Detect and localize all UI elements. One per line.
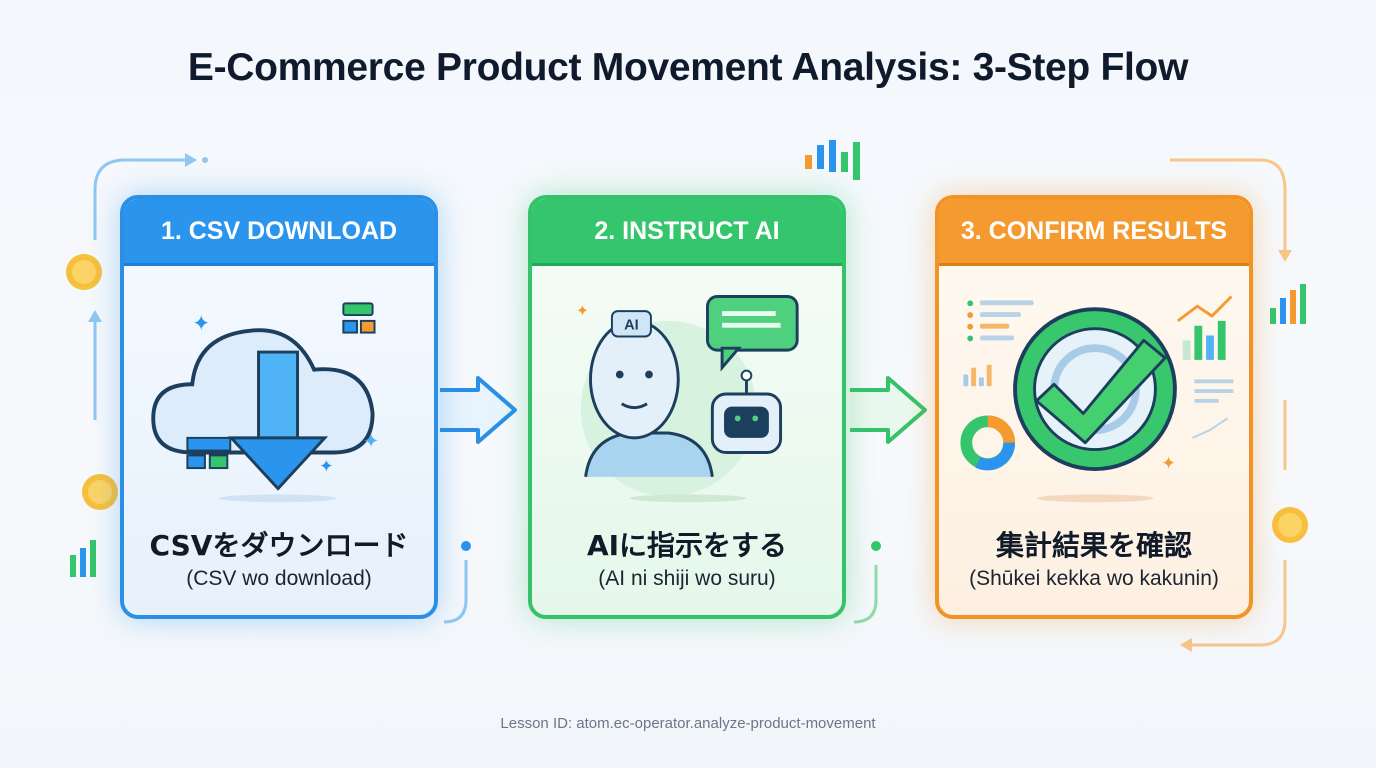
cloud-download-icon: ✦ ✦ ✦ — [151, 302, 379, 503]
step-romaji-label: (CSV wo download) — [186, 567, 372, 590]
svg-text:✦: ✦ — [1161, 453, 1176, 473]
step-romaji-label: (AI ni shiji wo suru) — [598, 567, 776, 590]
step-japanese-label: AIに指示をする — [586, 529, 788, 562]
step-card-instruct-ai: 2. INSTRUCT AI AI ✦ AIに指示をする (AI ni shij… — [528, 195, 846, 619]
ai-label: AI — [624, 318, 639, 334]
ai-chat-icon: AI ✦ — [576, 295, 799, 503]
step-card-confirm-results: 3. CONFIRM RESULTS ✦ 集計結果を確認 (Shūkei kek… — [935, 195, 1253, 619]
bar-chart-icon — [1270, 284, 1306, 324]
svg-text:✦: ✦ — [363, 431, 379, 453]
step-card-csv-download: 1. CSV DOWNLOAD ✦ ✦ ✦ CSVをダウンロード (CSV wo… — [120, 195, 438, 619]
step-header: 3. CONFIRM RESULTS — [939, 199, 1249, 266]
svg-text:✦: ✦ — [192, 312, 210, 336]
coin-icon — [1272, 507, 1308, 543]
step-header: 2. INSTRUCT AI — [532, 199, 842, 266]
step-header: 1. CSV DOWNLOAD — [124, 199, 434, 266]
page-title: E-Commerce Product Movement Analysis: 3-… — [187, 46, 1189, 89]
svg-text:✦: ✦ — [576, 303, 589, 320]
step-romaji-label: (Shūkei kekka wo kakunin) — [969, 567, 1219, 590]
lesson-id: Lesson ID: atom.ec-operator.analyze-prod… — [500, 715, 876, 732]
svg-text:✦: ✦ — [319, 456, 334, 476]
coin-icon — [66, 254, 102, 290]
check-circle-icon: ✦ — [960, 295, 1234, 503]
bar-chart-icon — [70, 540, 96, 577]
step-japanese-label: 集計結果を確認 — [995, 529, 1192, 562]
coin-icon — [82, 474, 118, 510]
step-japanese-label: CSVをダウンロード — [149, 529, 409, 562]
bar-chart-icon — [805, 140, 860, 180]
